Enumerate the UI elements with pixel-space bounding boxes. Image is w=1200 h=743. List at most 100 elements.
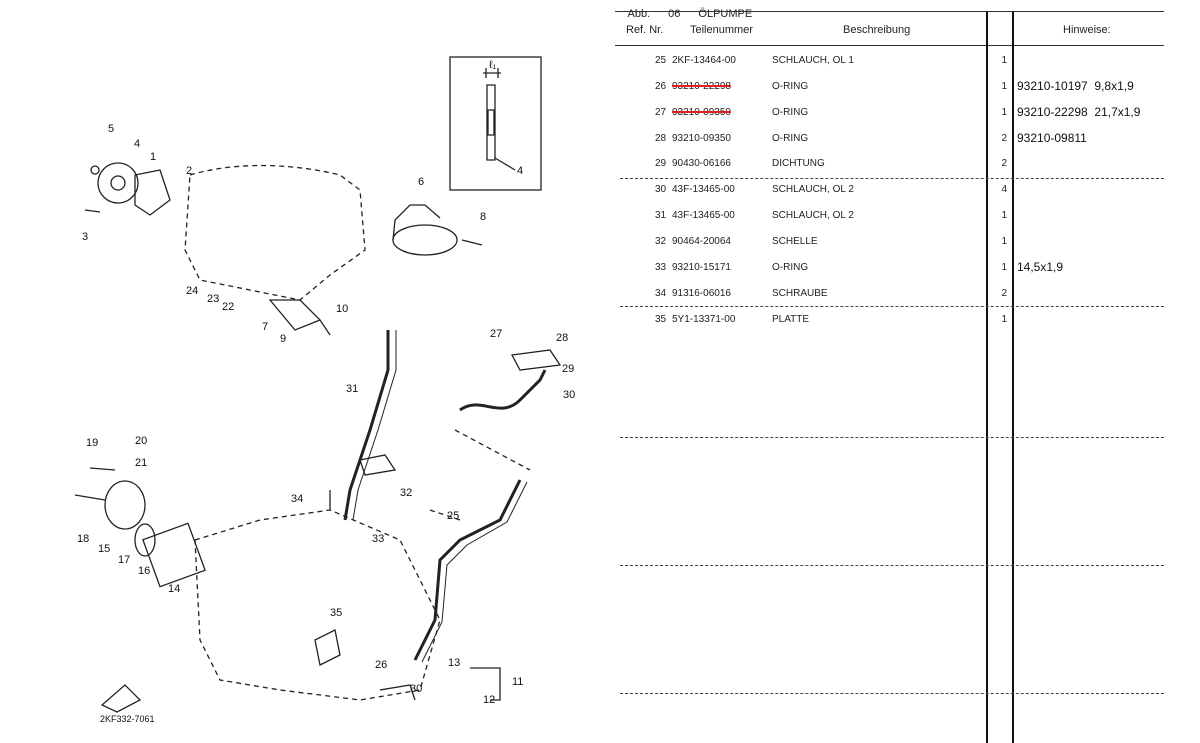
ref-number: 31: [655, 210, 667, 221]
part-number: 93210-22298: [672, 81, 731, 92]
ref-number: 35: [655, 314, 667, 325]
detail-inset-box: [449, 56, 542, 191]
description: PLATTE: [772, 314, 810, 325]
description: SCHLAUCH, OL 2: [772, 184, 854, 195]
quantity: 2: [1001, 288, 1007, 299]
description: SCHELLE: [772, 236, 818, 247]
callout-labels: 1 2 3 4 5 6 7 8 9 10 11 12 13 14 15 16 1…: [77, 59, 575, 724]
callout-8: 8: [480, 211, 486, 223]
title-number: 06: [668, 8, 681, 20]
callout-22: 22: [222, 301, 234, 313]
ref-number: 25: [655, 55, 667, 66]
table-row: 35 5Y1-13371-00 PLATTE 1: [620, 314, 1164, 334]
quantity: 1: [1001, 314, 1007, 325]
part-number: 90464-20064: [672, 236, 731, 247]
table-top-rule: [615, 11, 1164, 12]
quantity: 1: [1001, 55, 1007, 66]
part-number: 5Y1-13371-00: [672, 314, 736, 325]
front-arrow-logo: [100, 684, 142, 713]
header-part: Teilenummer: [690, 24, 753, 36]
ref-number: 28: [655, 133, 667, 144]
ref-number: 27: [655, 107, 667, 118]
notes-column-rule: [1012, 12, 1014, 743]
description: SCHRAUBE: [772, 288, 828, 299]
table-row: 31 43F-13465-00 SCHLAUCH, OL 2 1: [620, 210, 1164, 230]
table-row: 30 43F-13465-00 SCHLAUCH, OL 2 4: [620, 184, 1164, 204]
callout-31: 31: [346, 383, 358, 395]
description: SCHLAUCH, OL 1: [772, 55, 854, 66]
table-row: 32 90464-20064 SCHELLE 1: [620, 236, 1164, 256]
quantity: 2: [1001, 158, 1007, 169]
callout-14: 14: [168, 583, 180, 595]
callout-35: 35: [330, 607, 342, 619]
quantity: 4: [1001, 184, 1007, 195]
part-number: 93210-09350: [672, 133, 731, 144]
quantity: 1: [1001, 107, 1007, 118]
part-number: 43F-13465-00: [672, 210, 735, 221]
callout-27: 27: [490, 328, 502, 340]
qty-column-rule: [986, 12, 988, 743]
header-ref: Ref. Nr.: [626, 24, 664, 36]
header-notes: Hinweise:: [1063, 24, 1111, 36]
callout-6: 6: [418, 176, 424, 188]
part-number: 2KF-13464-00: [672, 55, 736, 66]
quantity: 1: [1001, 262, 1007, 273]
note: 93210-22298 21,7x1,9: [1017, 105, 1141, 119]
group-divider: [620, 565, 1164, 566]
callout-33: 33: [372, 533, 384, 545]
callout-25: 25: [447, 510, 459, 522]
quantity: 1: [1001, 81, 1007, 92]
callout-7: 7: [262, 321, 268, 333]
callout-12: 12: [483, 694, 495, 706]
diagram-code: 2KF332-7061: [100, 714, 155, 724]
title-name: ÖLPUMPE: [698, 8, 753, 20]
inset-dimension-label: ℓ₁: [489, 59, 497, 71]
table-row: 25 2KF-13464-00 SCHLAUCH, OL 1 1: [620, 55, 1164, 75]
part-number: 90430-06166: [672, 158, 731, 169]
exploded-parts-diagram: 1 2 3 4 5 6 7 8 9 10 11 12 13 14 15 16 1…: [74, 56, 575, 724]
group-divider: [620, 306, 1164, 307]
callout-18: 18: [77, 533, 89, 545]
callout-23: 23: [207, 293, 219, 305]
callout-13: 13: [448, 657, 460, 669]
quantity: 2: [1001, 133, 1007, 144]
callout-2: 2: [186, 165, 192, 177]
note: 93210-10197 9,8x1,9: [1017, 79, 1134, 93]
group-divider: [620, 178, 1164, 179]
callout-10: 10: [336, 303, 348, 315]
group-divider: [620, 693, 1164, 694]
header-desc: Beschreibung: [843, 24, 911, 36]
callout-3: 3: [82, 231, 88, 243]
title-abb: Abb.: [627, 8, 651, 20]
callout-5: 5: [108, 123, 114, 135]
part-number: 93210-15171: [672, 262, 731, 273]
note: 14,5x1,9: [1017, 260, 1064, 274]
ref-number: 32: [655, 236, 667, 247]
callout-1: 1: [150, 151, 156, 163]
quantity: 1: [1001, 210, 1007, 221]
description: O-RING: [772, 133, 809, 144]
description: SCHLAUCH, OL 2: [772, 210, 854, 221]
header-rule: [615, 45, 1164, 46]
part-number: 43F-13465-00: [672, 184, 735, 195]
ref-number: 30: [655, 184, 667, 195]
description: O-RING: [772, 107, 809, 118]
description: O-RING: [772, 262, 809, 273]
callout-24: 24: [186, 285, 198, 297]
callout-32: 32: [400, 487, 412, 499]
callout-34: 34: [291, 493, 303, 505]
callout-15: 15: [98, 543, 110, 555]
ref-number: 34: [655, 288, 667, 299]
description: O-RING: [772, 81, 809, 92]
callout-19: 19: [86, 437, 98, 449]
quantity: 1: [1001, 236, 1007, 247]
inset-callout-4: 4: [517, 165, 523, 177]
part-number: 91316-06016: [672, 288, 731, 299]
part-number: 93210-09350: [672, 107, 731, 118]
callout-30: 30: [563, 389, 575, 401]
callout-21: 21: [135, 457, 147, 469]
callout-9: 9: [280, 333, 286, 345]
ref-number: 29: [655, 158, 667, 169]
